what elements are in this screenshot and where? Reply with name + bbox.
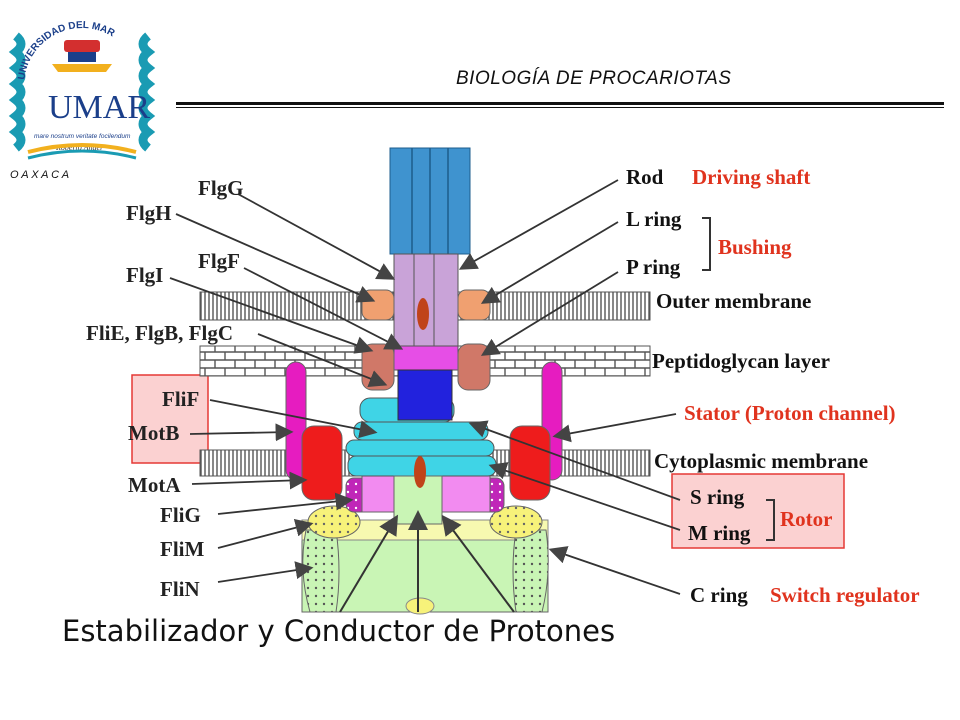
label-motb: MotB: [128, 421, 179, 445]
label-rod: Rod: [626, 165, 664, 189]
flim-right: [489, 505, 543, 539]
label-switch-regulator: Switch regulator: [770, 583, 920, 607]
label-flim: FliM: [160, 537, 204, 561]
hook-rod: [393, 253, 459, 347]
p-ring-right: [457, 343, 491, 391]
label-flgh: FlgH: [126, 201, 172, 225]
highlight-box-right: [671, 473, 845, 549]
fliep-base: [405, 597, 435, 615]
page-title: BIOLOGÍA DE PROCARIOTAS: [456, 68, 732, 89]
university-logo: UNIVERSIDAD DEL MAR UMAR mare nostrum ve…: [8, 20, 156, 181]
header-rule: [176, 102, 944, 105]
label-peptidoglycan: Peptidoglycan layer: [652, 349, 830, 373]
label-flif: FliF: [162, 387, 199, 411]
mota-right: [509, 425, 551, 501]
label-s-ring: S ring: [690, 485, 745, 509]
label-bushing: Bushing: [718, 235, 792, 259]
label-c-ring: C ring: [690, 583, 748, 607]
label-flgf: FlgF: [198, 249, 240, 273]
label-flin: FliN: [160, 577, 200, 601]
label-driving-shaft: Driving shaft: [692, 165, 810, 189]
rod-magenta: [393, 345, 459, 371]
label-flgg: FlgG: [198, 176, 244, 200]
flin-right: [512, 529, 549, 613]
flin-left: [302, 529, 340, 613]
l-ring-left: [361, 289, 395, 321]
p-ring-left: [361, 343, 395, 391]
label-mota: MotA: [128, 473, 181, 497]
label-flig: FliG: [160, 503, 201, 527]
l-ring-right: [457, 289, 491, 321]
rod-channel-bottom: [414, 456, 426, 488]
mota-left: [301, 425, 343, 501]
logo-place: O A X A C A: [10, 169, 69, 181]
label-cytoplasmic: Cytoplasmic membrane: [654, 449, 868, 473]
logo-signature: Roberto Anger: [55, 143, 104, 152]
label-flie-flgb-flgc: FliE, FlgB, FlgC: [86, 321, 233, 345]
label-flgi: FlgI: [126, 263, 163, 287]
diagram-caption: Estabilizador y Conductor de Protones: [62, 614, 616, 648]
logo-monogram: UMAR: [48, 89, 150, 126]
header-rule-thin: [176, 107, 944, 108]
highlight-box-left: [131, 374, 209, 464]
label-m-ring: M ring: [688, 521, 751, 545]
label-p-ring: P ring: [626, 255, 681, 279]
label-outer-membrane: Outer membrane: [656, 289, 811, 313]
rod-blue: [397, 369, 453, 421]
label-rotor: Rotor: [780, 507, 832, 531]
rod-channel-top: [417, 298, 429, 330]
label-stator: Stator (Proton channel): [684, 401, 896, 425]
logo-motto: mare nostrum veritate focilendum: [34, 133, 131, 140]
ms-ring-3: [345, 439, 495, 457]
label-l-ring: L ring: [626, 207, 682, 231]
ms-ring-2: [353, 421, 489, 441]
